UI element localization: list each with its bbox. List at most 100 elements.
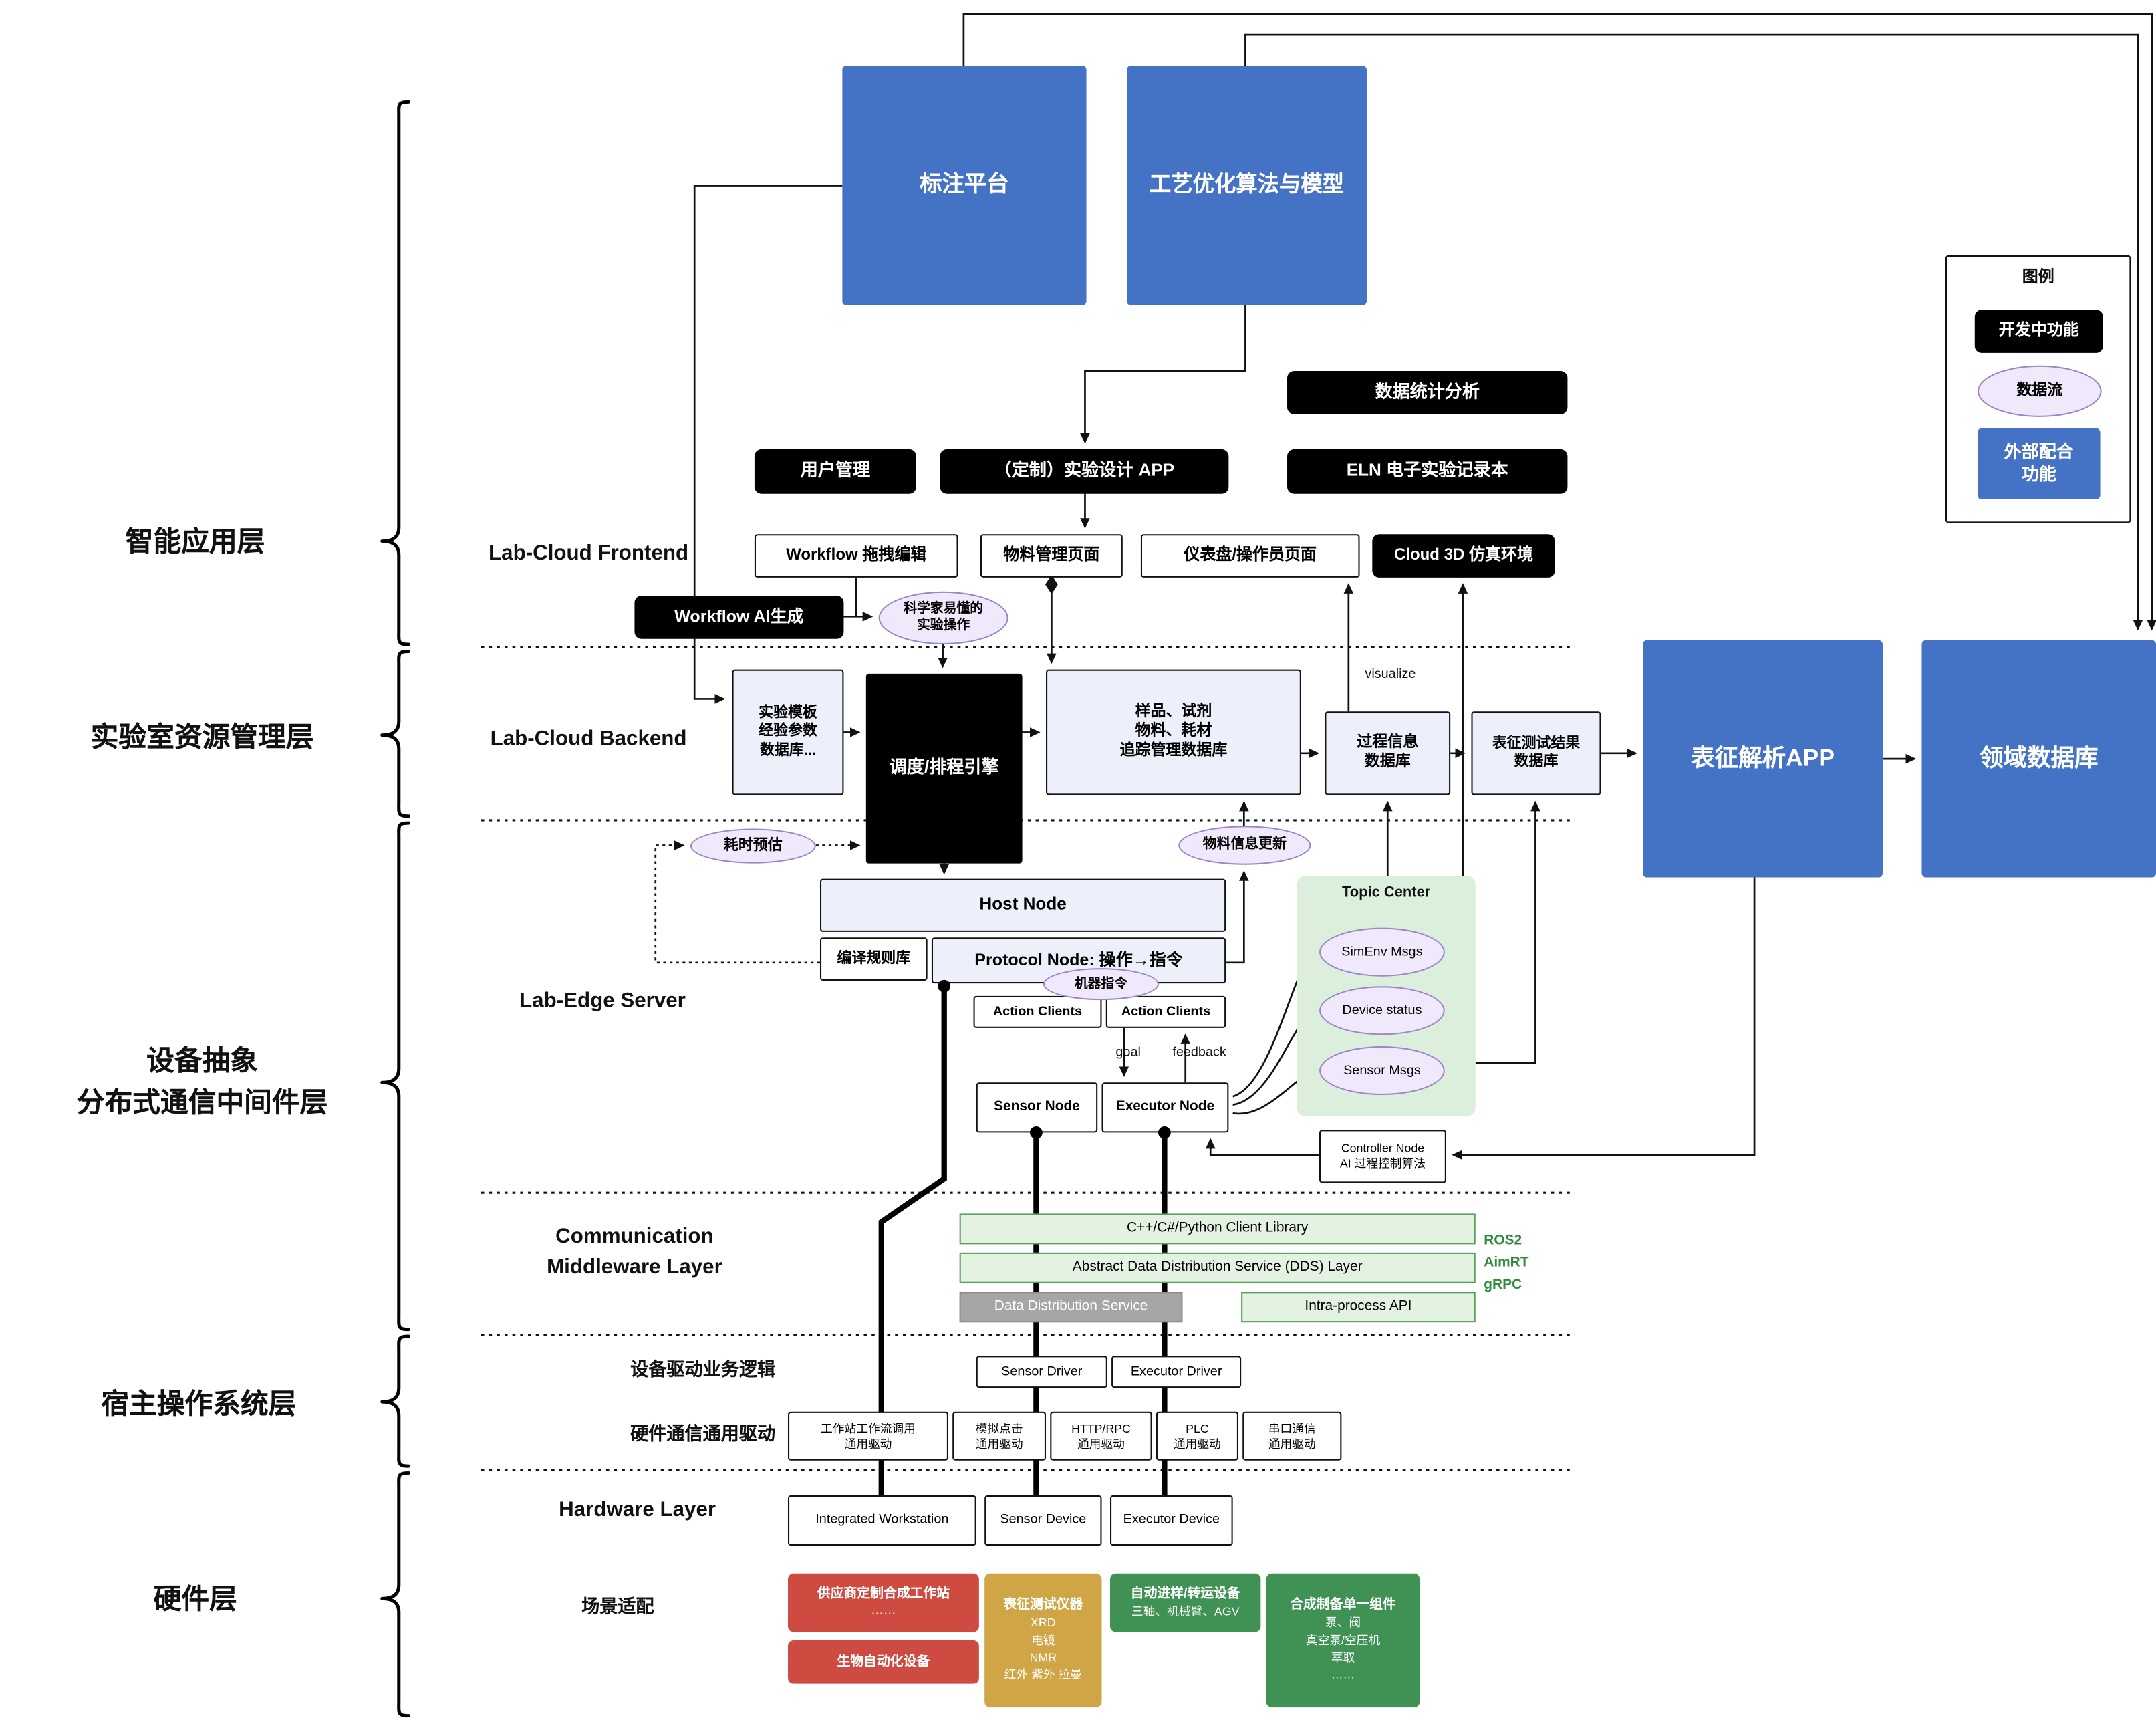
label-grpc: gRPC bbox=[1484, 1277, 1522, 1294]
node-sample-tracking-db: 样品、试剂 物料、耗材 追踪管理数据库 bbox=[1046, 669, 1301, 795]
scene-vendor-title: 供应商定制合成工作站 bbox=[817, 1585, 950, 1601]
layer-label-os: 宿主操作系统层 bbox=[101, 1388, 297, 1420]
node-annotation-platform: 标注平台 bbox=[842, 66, 1087, 305]
dotted-rulelib-to-timeest bbox=[654, 840, 820, 964]
scene-transfer-body: 三轴、机械臂、AGV bbox=[1131, 1604, 1240, 1618]
legend-external: 外部配合 功能 bbox=[1977, 428, 2101, 500]
node-user-management: 用户管理 bbox=[754, 449, 916, 494]
node-action-clients-1: Action Clients bbox=[973, 995, 1102, 1028]
brace-resource-layer bbox=[380, 649, 410, 818]
node-sensor-device: Sensor Device bbox=[984, 1495, 1102, 1546]
arrow-protocol-to-materialupdate bbox=[1226, 870, 1249, 964]
flow-scientist-operations: 科学家易懂的 实验操作 bbox=[878, 591, 1008, 645]
flow-machine-command: 机器指令 bbox=[1043, 968, 1160, 1001]
section-label-edge-server: Lab-Edge Server bbox=[519, 988, 686, 1013]
node-scheduler-engine: 调度/排程引擎 bbox=[865, 673, 1023, 864]
layer-label-resource: 实验室资源管理层 bbox=[90, 721, 314, 753]
section-label-driver-logic: 设备驱动业务逻辑 bbox=[630, 1358, 776, 1380]
scene-vendor-workstation: 供应商定制合成工作站 …… bbox=[787, 1573, 979, 1632]
node-template-db: 实验模板 经验参数 数据库... bbox=[732, 669, 844, 795]
scene-component-body: 泵、阀 真空泵/空压机 萃取 …… bbox=[1305, 1616, 1381, 1681]
flow-sensor-msgs: Sensor Msgs bbox=[1319, 1046, 1445, 1096]
label-goal: goal bbox=[1115, 1045, 1141, 1061]
dot-protocol-node bbox=[938, 979, 951, 993]
dot-sensor-node bbox=[1030, 1126, 1043, 1139]
flow-material-update: 物料信息更新 bbox=[1178, 826, 1311, 865]
arrow-topic-to-chardb bbox=[1475, 800, 1540, 1064]
brace-os-layer bbox=[380, 1334, 410, 1468]
label-feedback: feedback bbox=[1172, 1045, 1226, 1061]
node-driver-http-rpc: HTTP/RPC 通用驱动 bbox=[1050, 1411, 1152, 1461]
scene-vendor-body: …… bbox=[871, 1603, 896, 1618]
node-driver-serial: 串口通信 通用驱动 bbox=[1242, 1411, 1342, 1461]
channel-protocol-to-workstation bbox=[878, 986, 947, 1495]
arrow-annotation-to-domaindb bbox=[962, 13, 2156, 631]
legend-title: 图例 bbox=[2022, 269, 2054, 286]
node-characterization-db: 表征测试结果 数据库 bbox=[1471, 711, 1601, 795]
node-driver-plc: PLC 通用驱动 bbox=[1156, 1411, 1238, 1461]
node-action-clients-2: Action Clients bbox=[1105, 995, 1226, 1028]
scene-transfer-title: 自动进样/转运设备 bbox=[1130, 1586, 1240, 1602]
section-label-hw-comm-driver: 硬件通信通用驱动 bbox=[630, 1423, 776, 1444]
node-eln: ELN 电子实验记录本 bbox=[1287, 449, 1568, 494]
section-label-scene-adaptation: 场景适配 bbox=[581, 1595, 654, 1617]
node-characterization-app: 表征解析APP bbox=[1643, 640, 1883, 878]
label-aimrt: AimRT bbox=[1484, 1255, 1529, 1271]
label-visualize: visualize bbox=[1365, 666, 1416, 683]
node-executor-driver: Executor Driver bbox=[1111, 1356, 1242, 1388]
section-label-hardware-layer: Hardware Layer bbox=[559, 1497, 716, 1521]
section-label-backend: Lab-Cloud Backend bbox=[490, 726, 687, 750]
scene-component-title: 合成制备单一组件 bbox=[1290, 1598, 1396, 1614]
label-ros2: ROS2 bbox=[1484, 1233, 1522, 1249]
arrow-charapp-to-controller bbox=[1452, 877, 1756, 1160]
topic-center-title: Topic Center bbox=[1342, 884, 1431, 902]
node-custom-experiment-app: （定制）实验设计 APP bbox=[940, 449, 1229, 494]
bar-intra-process-api: Intra-process API bbox=[1241, 1292, 1476, 1323]
bar-client-library: C++/C#/Python Client Library bbox=[959, 1213, 1476, 1245]
legend-developing: 开发中功能 bbox=[1974, 310, 2103, 353]
arrow-processopt-to-domaindb bbox=[1244, 33, 2143, 631]
scene-transfer-equipment: 自动进样/转运设备 三轴、机械臂、AGV bbox=[1110, 1573, 1261, 1632]
node-compile-rule-lib: 编译规则库 bbox=[819, 937, 928, 981]
arrow-controller-to-executor bbox=[1205, 1138, 1320, 1156]
node-cloud3d: Cloud 3D 仿真环境 bbox=[1372, 534, 1555, 578]
node-process-optimization: 工艺优化算法与模型 bbox=[1127, 66, 1367, 305]
bar-dds-layer: Abstract Data Distribution Service (DDS)… bbox=[959, 1252, 1476, 1283]
section-label-frontend: Lab-Cloud Frontend bbox=[489, 540, 689, 565]
scene-bio-automation: 生物自动化设备 bbox=[787, 1640, 979, 1684]
layer-label-hardware: 硬件层 bbox=[153, 1584, 237, 1615]
bar-dds-service: Data Distribution Service bbox=[959, 1292, 1183, 1323]
layer-label-app: 智能应用层 bbox=[125, 526, 265, 558]
scene-char-title: 表征测试仪器 bbox=[1003, 1598, 1083, 1614]
node-executor-node: Executor Node bbox=[1101, 1082, 1229, 1133]
node-controller-node: Controller Node AI 过程控制算法 bbox=[1319, 1130, 1446, 1183]
brace-middleware-layer bbox=[380, 821, 410, 1332]
node-domain-database: 领域数据库 bbox=[1921, 640, 2156, 878]
arrow-processopt-to-customapp bbox=[1080, 305, 1246, 444]
scene-synthesis-components: 合成制备单一组件 泵、阀 真空泵/空压机 萃取 …… bbox=[1266, 1573, 1420, 1708]
scene-char-body: XRD 电镜 NMR 红外 紫外 拉曼 bbox=[1004, 1616, 1082, 1681]
node-sensor-driver: Sensor Driver bbox=[976, 1356, 1107, 1388]
legend-dataflow: 数据流 bbox=[1977, 365, 2102, 417]
node-process-info-db: 过程信息 数据库 bbox=[1325, 711, 1451, 795]
node-dashboard-page: 仪表盘/操作员页面 bbox=[1140, 534, 1360, 578]
arrow-annotation-to-templatedb bbox=[693, 185, 843, 704]
node-host-node: Host Node bbox=[819, 878, 1226, 932]
section-label-comm-middleware: Communication Middleware Layer bbox=[547, 1224, 722, 1279]
node-workflow-ai: Workflow AI生成 bbox=[634, 596, 844, 639]
flow-simenv-msgs: SimEnv Msgs bbox=[1319, 927, 1445, 977]
node-material-page: 物料管理页面 bbox=[980, 534, 1123, 578]
dot-executor-node bbox=[1158, 1126, 1171, 1139]
brace-hardware-layer bbox=[380, 1471, 410, 1718]
node-driver-click: 模拟点击 通用驱动 bbox=[952, 1411, 1047, 1461]
flow-device-status: Device status bbox=[1319, 986, 1445, 1035]
brace-app-layer bbox=[380, 100, 410, 646]
node-integrated-workstation: Integrated Workstation bbox=[787, 1495, 976, 1546]
node-executor-device: Executor Device bbox=[1110, 1495, 1233, 1546]
flow-time-estimate: 耗时预估 bbox=[690, 828, 816, 864]
layer-label-middleware: 设备抽象 分布式通信中间件层 bbox=[76, 1046, 328, 1119]
scene-characterization-instruments: 表征测试仪器 XRD 电镜 NMR 红外 紫外 拉曼 bbox=[984, 1573, 1102, 1708]
node-driver-workstation: 工作站工作流调用 通用驱动 bbox=[787, 1411, 948, 1461]
